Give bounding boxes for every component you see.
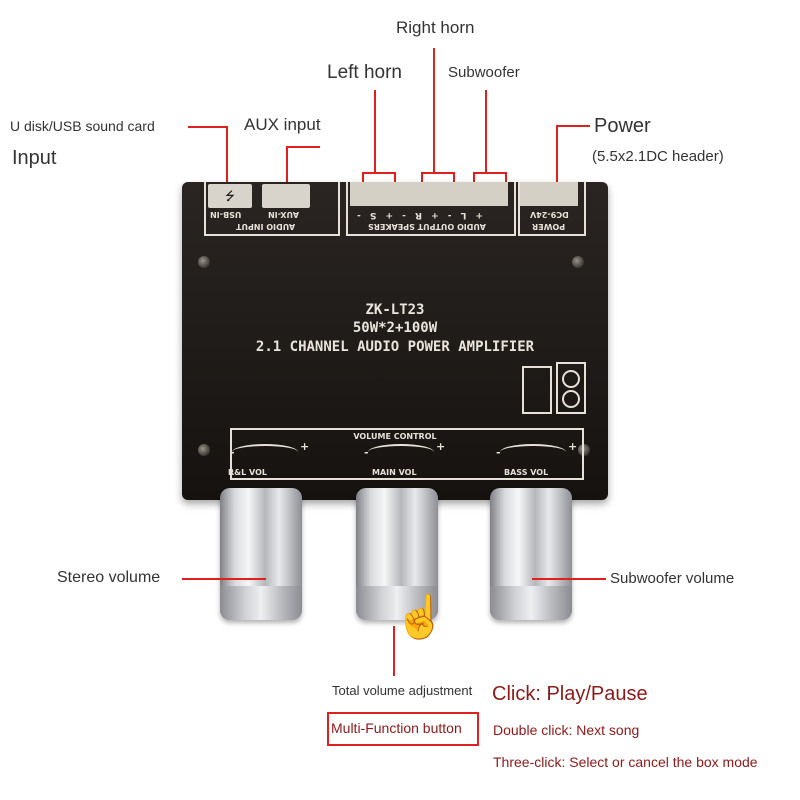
click-label: Click: Play/Pause xyxy=(492,683,648,705)
rl-vol-label: R&L VOL xyxy=(228,468,267,477)
power-board-label: POWER xyxy=(532,222,566,231)
subwoofer-volume-label: Subwoofer volume xyxy=(610,570,735,587)
power-sub-label: (5.5x2.1DC header) xyxy=(592,148,724,165)
multi-function-box xyxy=(327,712,479,746)
stereo-volume-knob[interactable] xyxy=(220,488,302,620)
main-vol-label: MAIN VOL xyxy=(372,468,417,477)
aux-leader-v xyxy=(286,146,288,182)
usb-in-label: USB-IN xyxy=(210,210,242,219)
power-leader-h xyxy=(556,125,590,127)
main-volume-knob[interactable] xyxy=(356,488,438,620)
rl-minus: - xyxy=(230,446,235,459)
usb-icon: ⭍ xyxy=(225,189,235,203)
three-click-label: Three-click: Select or cancel the box mo… xyxy=(493,754,758,770)
left-horn-label: Left horn xyxy=(327,62,402,83)
screw-icon xyxy=(198,444,210,456)
usb-leader-v xyxy=(226,126,228,182)
bass-vol-label: BASS VOL xyxy=(504,468,549,477)
right-horn-label: Right horn xyxy=(396,18,475,37)
audio-input-panel xyxy=(204,182,340,236)
power-panel xyxy=(518,182,586,236)
dc-jack xyxy=(520,182,578,206)
usb-leader-h xyxy=(188,126,228,128)
output-pins-label: + L - + R - + S - xyxy=(354,210,484,220)
speaker-logo xyxy=(522,362,586,414)
bass-plus: + xyxy=(568,440,578,453)
bass-arrow-icon xyxy=(500,444,566,460)
rl-plus: + xyxy=(300,440,310,453)
aux-label: AUX input xyxy=(244,115,321,134)
power-label: Power xyxy=(594,115,651,137)
total-volume-leader xyxy=(393,626,395,676)
stereo-volume-label: Stereo volume xyxy=(57,569,161,586)
model-label: ZK-LT23 xyxy=(365,302,425,318)
screw-icon xyxy=(578,444,590,456)
screw-icon xyxy=(198,256,210,268)
aux-in-label: AUX-IN xyxy=(268,210,299,219)
power-leader-v xyxy=(556,125,558,183)
usb-label: U disk/USB sound card xyxy=(10,118,155,134)
stereo-volume-leader xyxy=(182,578,266,580)
main-arrow-icon xyxy=(368,444,434,460)
subwoofer-volume-leader xyxy=(532,578,606,580)
rl-arrow-icon xyxy=(232,444,298,460)
description-label: 2.1 CHANNEL AUDIO POWER AMPLIFIER xyxy=(255,339,535,355)
power-voltage-label: DC9-24V xyxy=(530,210,569,219)
subwoofer-label: Subwoofer xyxy=(448,64,520,81)
hand-pointer-icon: ☝ xyxy=(394,593,447,640)
bass-volume-knob[interactable] xyxy=(490,488,572,620)
screw-icon xyxy=(572,256,584,268)
multi-function-label: Multi-Function button xyxy=(331,720,462,736)
audio-input-label: AUDIO INPUT xyxy=(236,222,296,231)
total-volume-label: Total volume adjustment xyxy=(332,683,473,698)
input-label: Input xyxy=(12,147,57,169)
aux-leader-h xyxy=(286,146,320,148)
amplifier-board: ⭍ USB-IN AUX-IN AUDIO INPUT + L - + R - … xyxy=(182,182,608,500)
bass-minus: - xyxy=(496,446,501,459)
double-click-label: Double click: Next song xyxy=(493,722,640,738)
aux-port xyxy=(262,184,310,208)
volume-control-panel xyxy=(230,428,584,480)
subwoofer-leader xyxy=(485,90,487,172)
main-plus: + xyxy=(436,440,446,453)
power-rating-label: 50W*2+100W xyxy=(352,320,438,336)
audio-output-panel xyxy=(346,182,516,236)
speaker-terminal-block xyxy=(350,182,508,206)
main-minus: - xyxy=(364,446,369,459)
left-horn-leader xyxy=(374,90,376,172)
usb-port xyxy=(208,184,252,208)
volume-control-label: VOLUME CONTROL xyxy=(353,432,437,441)
audio-output-label: AUDIO OUTPUT SPEAKERS xyxy=(368,222,486,231)
right-horn-leader xyxy=(433,48,435,172)
